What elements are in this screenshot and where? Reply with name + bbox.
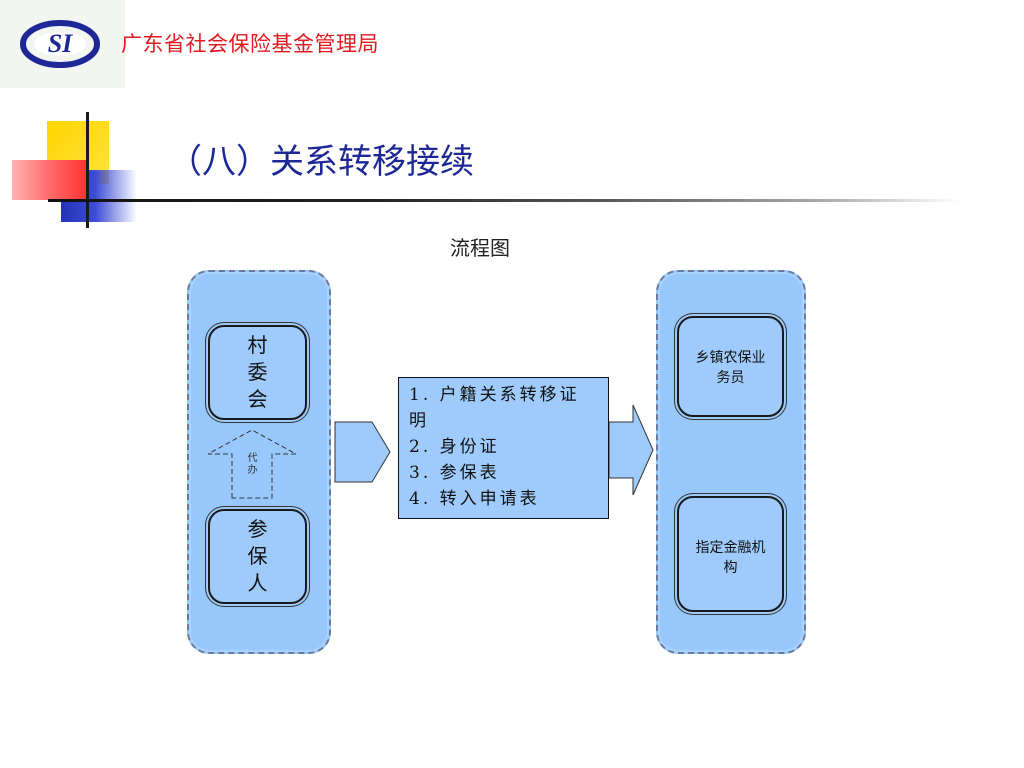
node-financial-institution-label: 指定金融机构 <box>695 540 766 576</box>
node-insured-person-label: 参 保 人 <box>247 517 268 595</box>
title-underline <box>48 199 960 202</box>
diagram-subtitle: 流程图 <box>450 236 510 260</box>
node-insured-person: 参 保 人 <box>208 509 307 604</box>
decor-red-block <box>12 160 88 200</box>
slide-title: （八）关系转移接续 <box>168 142 474 182</box>
node-financial-institution: 指定金融机构 <box>677 496 784 612</box>
flow-arrow-right-1 <box>334 421 391 483</box>
document-item: 1. 户籍关系转移证明 <box>409 385 580 431</box>
logo-text: SI <box>48 29 73 58</box>
node-village-committee: 村 委 会 <box>208 325 307 420</box>
si-logo-icon: SI <box>20 20 100 68</box>
flow-arrow-right-2 <box>609 404 654 496</box>
document-item: 2. 身份证 <box>409 437 500 457</box>
proxy-up-arrow <box>207 429 297 499</box>
documents-box: 1. 户籍关系转移证明 2. 身份证 3. 参保表 4. 转入申请表 <box>398 377 609 519</box>
organization-name: 广东省社会保险基金管理局 <box>121 32 379 56</box>
logo-area: SI <box>0 0 125 88</box>
proxy-label: 代办 <box>245 452 256 476</box>
node-township-agent-label: 乡镇农保业务员 <box>695 350 766 386</box>
decor-vertical-line <box>86 112 89 228</box>
document-item: 3. 参保表 <box>409 463 500 483</box>
node-village-committee-label: 村 委 会 <box>247 333 268 411</box>
node-township-agent: 乡镇农保业务员 <box>677 316 784 417</box>
document-item: 4. 转入申请表 <box>409 489 540 509</box>
